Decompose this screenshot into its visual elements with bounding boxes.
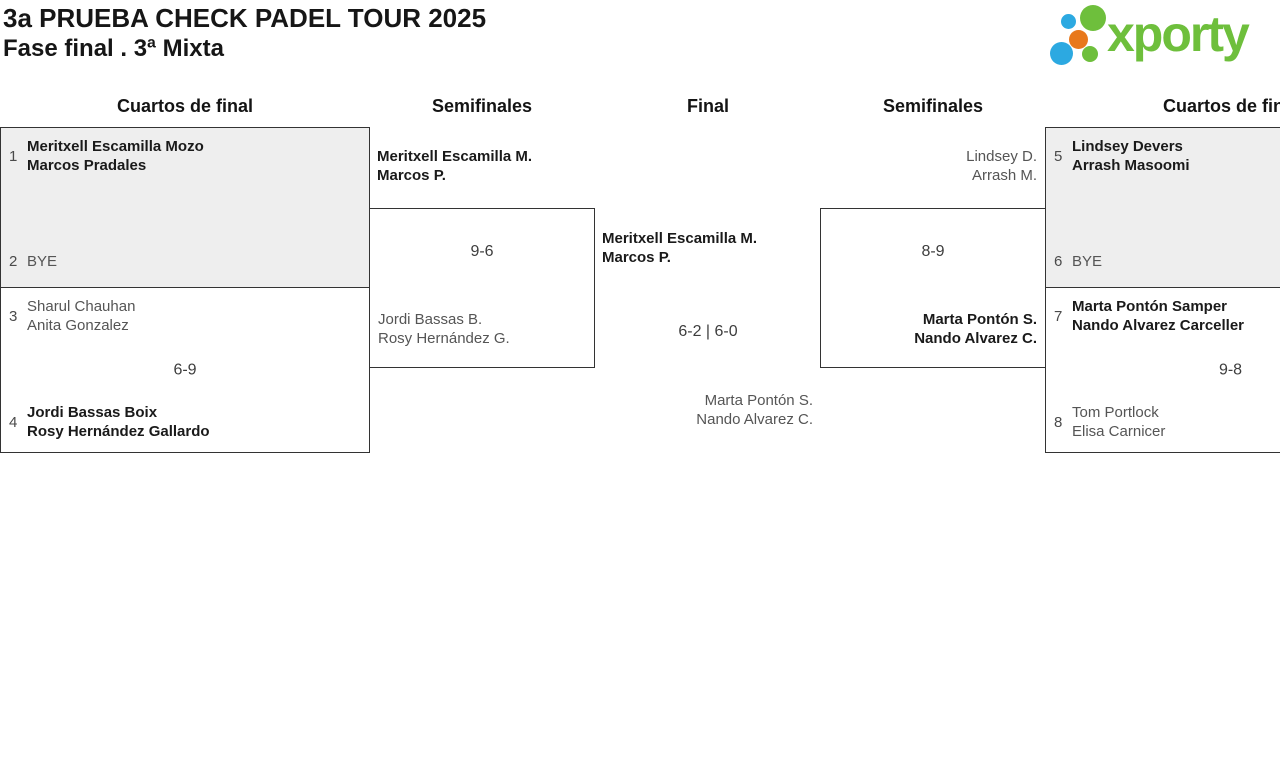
team-row: 2 BYE: [9, 252, 361, 271]
phase-subtitle: Fase final . 3ª Mixta: [3, 35, 224, 62]
final-score: 6-2 | 6-0: [678, 323, 738, 340]
player-name: Meritxell Escamilla M.: [602, 230, 758, 247]
player-name: Elisa Carnicer: [1072, 423, 1166, 440]
logo-wordmark: xporty: [1107, 6, 1250, 62]
match-box-qf-right-top: 5 Lindsey Devers Arrash Masoomi 6 BYE: [1045, 127, 1280, 288]
team-row: 4 Jordi Bassas Boix Rosy Hernández Galla…: [9, 403, 361, 441]
logo-dot-orange-icon: [1069, 30, 1088, 49]
logo-dot-green-large-icon: [1080, 5, 1106, 31]
player-name: Marcos Pradales: [27, 157, 147, 174]
player-name: Marta Pontón S.: [922, 311, 1037, 328]
seed-number: 6: [1054, 253, 1063, 270]
team-names: Sharul Chauhan Anita Gonzalez: [27, 297, 135, 335]
seed-number: 4: [9, 413, 18, 431]
player-name: Arrash Masoomi: [1072, 157, 1190, 174]
seed-number: 3: [9, 307, 18, 325]
match-score: 9-8: [1218, 361, 1243, 379]
match-box-qf-left-top: 1 Meritxell Escamilla Mozo Marcos Pradal…: [0, 127, 370, 288]
player-name: Meritxell Escamilla Mozo: [27, 138, 204, 155]
match-box-sf-left: 9-6 Jordi Bassas B. Rosy Hernández G.: [369, 208, 595, 368]
player-name: Rosy Hernández G.: [378, 330, 510, 347]
player-name: Marta Pontón Samper: [1072, 298, 1228, 315]
player-name: Nando Alvarez Carceller: [1072, 317, 1245, 334]
team-row: 5 Lindsey Devers Arrash Masoomi: [1054, 137, 1280, 175]
seed-number: 2: [9, 253, 18, 270]
player-name: Marcos P.: [377, 167, 446, 184]
bye-label: BYE: [27, 253, 58, 270]
team-row: 3 Sharul Chauhan Anita Gonzalez: [9, 297, 361, 335]
round-header-left-semifinals: Semifinales: [431, 96, 533, 116]
sf-left-top-team: Meritxell Escamilla M. Marcos P.: [377, 147, 532, 185]
team-row: 6 BYE: [1054, 252, 1280, 271]
player-name: Anita Gonzalez: [27, 317, 129, 334]
player-name: Nando Alvarez C.: [914, 330, 1037, 347]
match-score: 6-9: [173, 361, 197, 379]
final-bottom-team: Marta Pontón S. Nando Alvarez C.: [613, 391, 813, 429]
match-box-qf-right-bottom: 7 Marta Pontón Samper Nando Alvarez Carc…: [1045, 287, 1280, 453]
round-header-right-quarterfinals: Cuartos de final: [1162, 96, 1280, 116]
sf-left-bottom-team: Jordi Bassas B. Rosy Hernández G.: [378, 310, 510, 348]
round-header-final: Final: [686, 96, 729, 116]
player-name: Jordi Bassas Boix: [27, 404, 158, 421]
team-names: BYE: [27, 252, 57, 271]
logo-dot-blue-small-icon: [1061, 14, 1076, 29]
team-row: 1 Meritxell Escamilla Mozo Marcos Pradal…: [9, 137, 361, 175]
team-row: 7 Marta Pontón Samper Nando Alvarez Carc…: [1054, 297, 1280, 335]
team-names: Tom Portlock Elisa Carnicer: [1072, 403, 1165, 441]
team-names: BYE: [1072, 252, 1102, 271]
tournament-title: 3a PRUEBA CHECK PADEL TOUR 2025: [3, 3, 487, 33]
seed-number: 5: [1054, 147, 1063, 165]
header-title-block: 3a PRUEBA CHECK PADEL TOUR 2025 Fase fin…: [3, 2, 486, 64]
player-name: Marcos P.: [602, 249, 671, 266]
seed-number: 7: [1054, 307, 1063, 325]
match-box-sf-right: 8-9 Marta Pontón S. Nando Alvarez C.: [820, 208, 1046, 368]
match-box-qf-left-bottom: 3 Sharul Chauhan Anita Gonzalez 6-9 4 Jo…: [0, 287, 370, 453]
player-name: Meritxell Escamilla M.: [377, 148, 533, 165]
xporty-logo[interactable]: xporty: [1045, 0, 1280, 75]
player-name: Marta Pontón S.: [704, 392, 813, 409]
logo-dot-green-small-icon: [1082, 46, 1098, 62]
seed-number: 1: [9, 147, 18, 165]
team-names: Marta Pontón Samper Nando Alvarez Carcel…: [1072, 297, 1244, 335]
player-name: Sharul Chauhan: [27, 298, 136, 315]
round-header-right-semifinals: Semifinales: [882, 96, 984, 116]
player-name: Lindsey Devers: [1072, 138, 1183, 155]
player-name: Arrash M.: [971, 167, 1037, 184]
round-header-left-quarterfinals: Cuartos de final: [116, 96, 254, 116]
player-name: Nando Alvarez C.: [696, 411, 813, 428]
team-names: Meritxell Escamilla Mozo Marcos Pradales: [27, 137, 204, 175]
seed-number: 8: [1054, 413, 1063, 431]
team-row: 8 Tom Portlock Elisa Carnicer: [1054, 403, 1280, 441]
team-names: Lindsey Devers Arrash Masoomi: [1072, 137, 1190, 175]
match-score: 8-9: [921, 243, 945, 260]
sf-right-bottom-team: Marta Pontón S. Nando Alvarez C.: [914, 310, 1037, 348]
player-name: Tom Portlock: [1072, 404, 1159, 421]
final-top-team: Meritxell Escamilla M. Marcos P.: [602, 229, 757, 267]
logo-dot-blue-large-icon: [1050, 42, 1073, 65]
player-name: Lindsey D.: [966, 148, 1037, 165]
bye-label: BYE: [1072, 253, 1103, 270]
team-names: Jordi Bassas Boix Rosy Hernández Gallard…: [27, 403, 210, 441]
player-name: Jordi Bassas B.: [378, 311, 483, 328]
match-score: 9-6: [470, 243, 494, 260]
player-name: Rosy Hernández Gallardo: [27, 423, 210, 440]
sf-right-top-team: Lindsey D. Arrash M.: [837, 147, 1037, 185]
